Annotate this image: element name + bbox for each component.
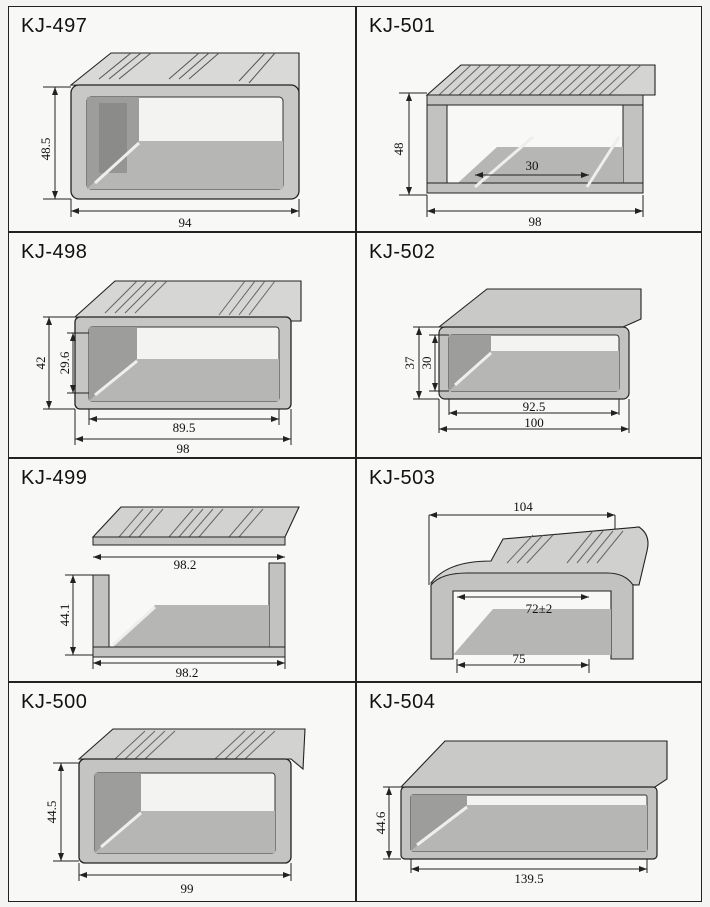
panel-kj-499: KJ-499 98.2 44.1 98.2 (8, 458, 356, 682)
panel-kj-497: KJ-497 48.5 94 (8, 6, 356, 232)
profile-drawing-kj-498: 42 29.6 89.5 98 (33, 280, 302, 456)
width-label: 98 (529, 214, 542, 229)
height-label: 48.5 (38, 138, 53, 161)
profile-drawing-kj-499: 98.2 44.1 98.2 (57, 506, 300, 680)
bottom-width-label: 98.2 (176, 665, 199, 680)
top-width-label: 98.2 (174, 557, 197, 572)
height-label: 44.5 (44, 801, 59, 824)
width-label: 94 (179, 215, 193, 230)
panel-kj-504: KJ-504 44.6 139.5 (356, 682, 702, 902)
inner-height-label: 30 (419, 357, 434, 370)
panel-kj-500: KJ-500 44.5 99 (8, 682, 356, 902)
top-width-label: 104 (513, 499, 533, 514)
outer-width-label: 98 (177, 441, 190, 456)
height-label: 44.1 (57, 604, 72, 627)
width-label: 99 (181, 881, 194, 896)
inner-height-label: 29.6 (57, 351, 72, 374)
model-label: KJ-498 (21, 241, 88, 263)
panel-kj-498: KJ-498 42 29.6 89.5 (8, 232, 356, 458)
profile-drawing-kj-504: 44.6 139.5 (373, 740, 668, 886)
model-label: KJ-500 (21, 691, 88, 713)
profile-drawing-kj-501: 48 30 98 (391, 64, 656, 229)
profile-drawing-kj-497: 48.5 94 (38, 52, 300, 230)
model-label: KJ-503 (369, 467, 436, 489)
outer-width-label: 100 (524, 415, 544, 430)
inner-label: 30 (526, 158, 539, 173)
outer-height-label: 42 (33, 357, 48, 370)
model-label: KJ-502 (369, 241, 436, 263)
model-label: KJ-499 (21, 467, 88, 489)
outer-height-label: 37 (402, 356, 417, 370)
panel-kj-502: KJ-502 37 30 92.5 100 (356, 232, 702, 458)
profile-catalog-sheet: KJ-497 48.5 94 (8, 6, 702, 902)
model-label: KJ-501 (369, 15, 436, 37)
width-label: 139.5 (514, 871, 543, 886)
profile-drawing-kj-502: 37 30 92.5 100 (402, 288, 642, 433)
profile-drawing-kj-500: 44.5 99 (44, 728, 306, 896)
height-label: 44.6 (373, 811, 388, 834)
profile-drawing-kj-503: 104 72±2 75 (428, 499, 649, 673)
bottom-width-label: 75 (513, 651, 526, 666)
height-label: 48 (391, 143, 406, 156)
panel-kj-501: KJ-501 48 30 (356, 6, 702, 232)
inner-label: 72±2 (526, 601, 553, 616)
inner-width-label: 89.5 (173, 420, 196, 435)
inner-width-label: 92.5 (523, 399, 546, 414)
panel-kj-503: KJ-503 104 72±2 75 (356, 458, 702, 682)
model-label: KJ-497 (21, 15, 88, 37)
model-label: KJ-504 (369, 691, 436, 713)
